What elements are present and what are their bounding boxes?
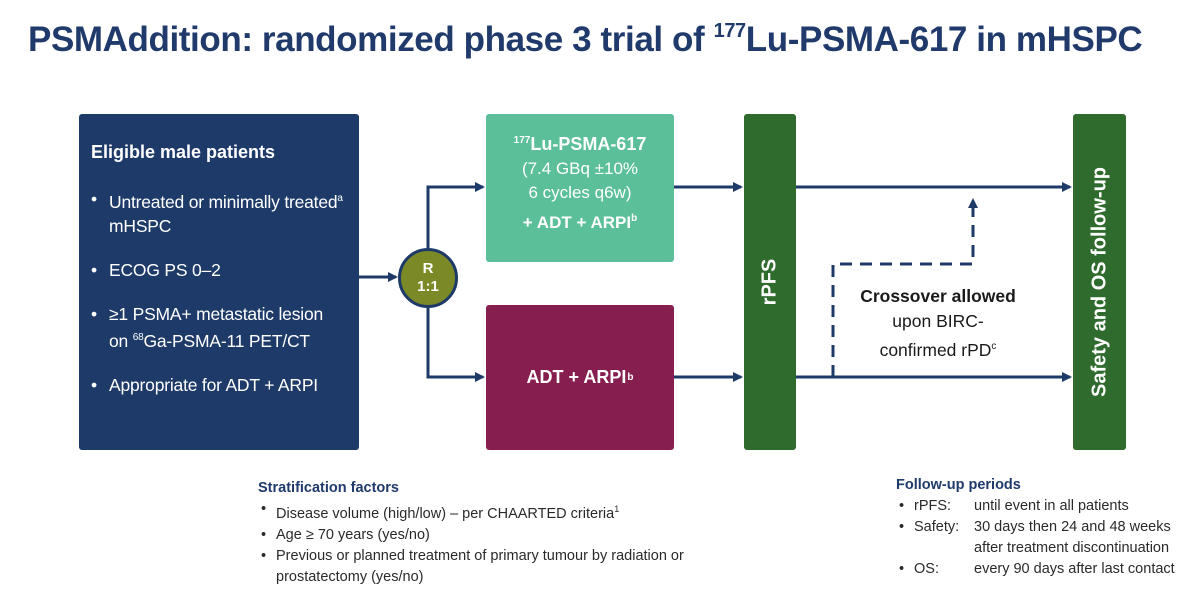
randomization-to-arm1-arrow	[426, 182, 485, 248]
eligibility-box: Eligible male patients Untreated or mini…	[79, 114, 359, 450]
stratification-item: Disease volume (high/low) – per CHAARTED…	[258, 499, 713, 525]
stratification-item: Age ≥ 70 years (yes/no)	[258, 525, 713, 546]
followup-row: •rPFS:until event in all patients	[899, 498, 1129, 514]
rpfs-label: rPFS	[758, 258, 781, 306]
page-title: PSMAddition: randomized phase 3 trial of…	[28, 20, 1143, 59]
arm1-box: 177Lu-PSMA-617 (7.4 GBq ±10% 6 cycles q6…	[486, 114, 674, 262]
rpfs-bar: rPFS	[744, 114, 796, 450]
eligibility-list: Untreated or minimally treateda mHSPC EC…	[91, 187, 345, 397]
arm2-label: ADT + ARPI	[526, 367, 627, 387]
eligibility-item: Appropriate for ADT + ARPI	[91, 373, 345, 397]
followup-row: •Safety:30 days then 24 and 48 weeks aft…	[899, 519, 1171, 556]
followup-row: •OS:every 90 days after last contact	[899, 561, 1175, 577]
arm1-cycles: 6 cycles q6w)	[528, 183, 632, 202]
stratification-item: Previous or planned treatment of primary…	[258, 546, 713, 588]
eligibility-heading: Eligible male patients	[91, 142, 276, 162]
arm1-combo: + ADT + ARPIb	[522, 213, 638, 232]
eligibility-item: ≥1 PSMA+ metastatic lesion on 68Ga-PSMA-…	[91, 302, 345, 353]
eligibility-item: ECOG PS 0–2	[91, 258, 345, 282]
title-isotope-superscript: 177	[713, 20, 747, 42]
arm1-name: 177Lu-PSMA-617	[513, 134, 647, 154]
eligibility-item: Untreated or minimally treateda mHSPC	[91, 187, 345, 238]
stratification-heading: Stratification factors	[258, 480, 399, 496]
randomization-to-arm2-arrow	[426, 307, 485, 382]
crossover-note: Crossover allowed upon BIRC- confirmed r…	[860, 286, 1016, 360]
safety-followup-label: Safety and OS follow-up	[1088, 166, 1110, 398]
stratification-factors: Stratification factors Disease volume (h…	[258, 480, 713, 588]
randomization-circle: R 1:1	[398, 248, 458, 308]
crossover-dashed-arrow	[831, 198, 978, 377]
arm1-dose: (7.4 GBq ±10%	[521, 159, 639, 178]
followup-heading: Follow-up periods	[896, 477, 1021, 493]
followup-periods: Follow-up periods •rPFS:until event in a…	[896, 477, 1194, 580]
safety-followup-bar: Safety and OS follow-up	[1073, 114, 1126, 450]
